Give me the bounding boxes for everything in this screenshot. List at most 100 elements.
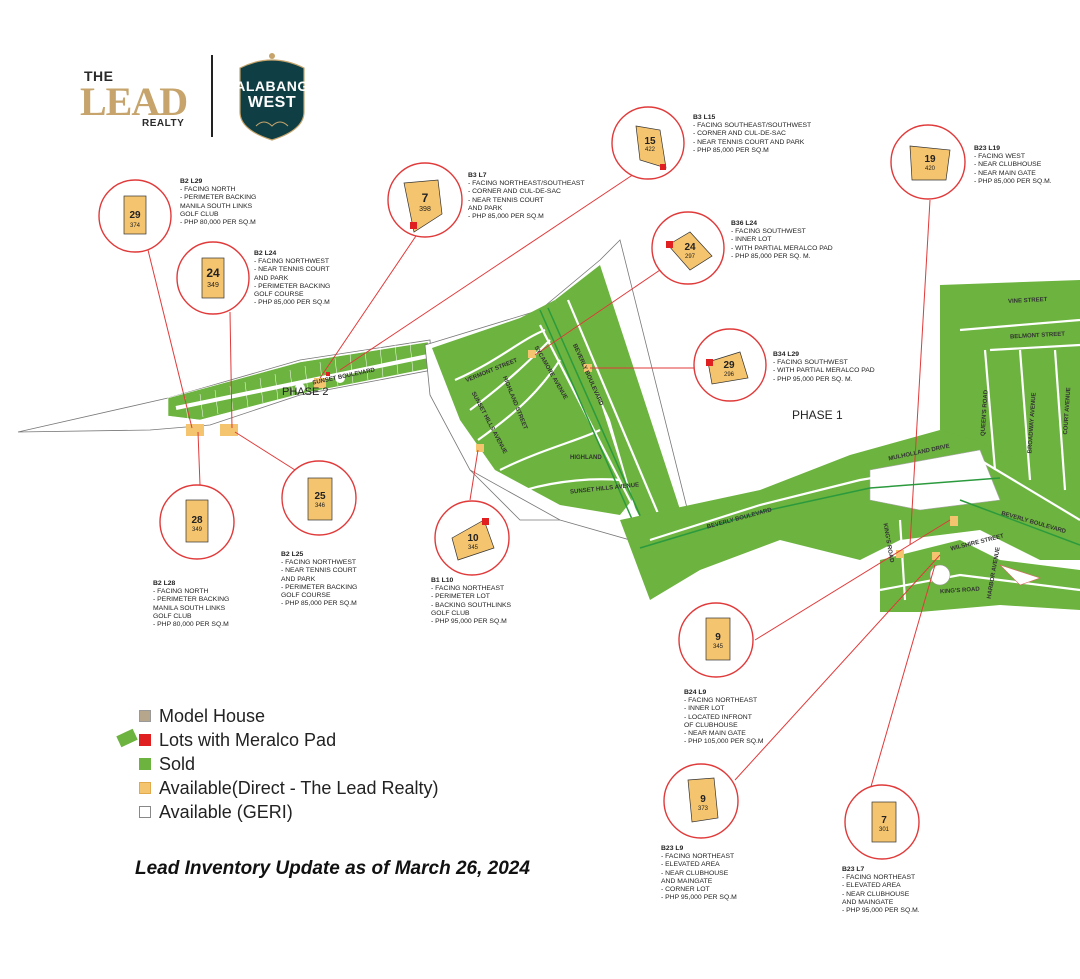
lot-number: 7 [881,815,887,826]
legend-label: Model House [159,705,266,726]
lot-info-b2-l25: B2 L25- FACING NORTHWEST - NEAR TENNIS C… [281,551,357,608]
legend-label: Available(Direct - The Lead Realty) [159,777,439,798]
legend-item-meralco: Lots with Meralco Pad [112,728,532,752]
lot-area: 297 [685,254,696,260]
lot-details: - FACING NORTHEAST - ELEVATED AREA - NEA… [661,853,737,902]
lot-info-b24-l9: B24 L9- FACING NORTHEAST - INNER LOT - L… [684,689,764,746]
lot-details: - FACING NORTH - PERIMETER BACKING MANIL… [153,588,230,629]
lot-number: 29 [723,360,735,371]
alabang-west-logo-text: ALABANG WEST [228,48,316,148]
lot-area: 374 [130,223,141,229]
lot-id: B24 L9 [684,689,707,696]
street-label: HIGHLAND [570,455,602,461]
phase-2-area [17,339,433,436]
lot-number: 15 [644,136,656,147]
lot-info-b2-l24: B2 L24- FACING NORTHWEST - NEAR TENNIS C… [254,250,330,307]
lot-area: 398 [419,206,431,213]
legend-swatch [139,806,151,818]
lot-area: 296 [724,372,735,378]
lot-info-b2-l29: B2 L29- FACING NORTH - PERIMETER BACKING… [180,178,256,227]
legend-item-available-direct: Available(Direct - The Lead Realty) [112,776,532,800]
legend-swatch [139,710,151,722]
map-legend: Model House Lots with Meralco Pad Sold A… [112,704,532,824]
callout-b2-l29 [98,179,172,253]
legend-item-available-geri: Available (GERI) [112,800,532,824]
lot-number: 29 [129,210,141,221]
lot-id: B3 L15 [693,114,716,121]
lot-details: - FACING SOUTHEAST/SOUTHWEST - CORNER AN… [693,122,812,154]
lot-number: 9 [715,632,721,643]
lot-info-b23-l19: B23 L19- FACING WEST - NEAR CLUBHOUSE - … [974,145,1052,186]
lot-number: 7 [422,191,429,205]
phase-1-central-area [424,239,701,561]
lot-area: 373 [698,806,709,812]
lot-details: - FACING NORTHEAST - INNER LOT - LOCATED… [684,697,764,746]
lot-info-b36-l24: B36 L24- FACING SOUTHWEST - INNER LOT - … [731,220,833,261]
legend-label: Available (GERI) [159,801,293,822]
lot-info-b23-l7: B23 L7- FACING NORTHEAST - ELEVATED AREA… [842,866,920,915]
lot-details: - FACING NORTHEAST - PERIMETER LOT - BAC… [431,585,512,626]
phase-label: PHASE 1 [792,408,843,422]
legend-swatch [139,734,151,746]
logo-lead-text: LEAD [80,79,188,124]
lot-details: - FACING WEST - NEAR CLUBHOUSE - NEAR MA… [974,153,1052,185]
lot-number: 10 [467,533,479,544]
legend-item-sold: Sold [112,752,532,776]
lot-details: - FACING SOUTHWEST - WITH PARTIAL MERALC… [773,359,875,383]
legend-label: Sold [159,753,196,774]
lot-area: 346 [315,503,326,509]
lot-info-b23-l9: B23 L9- FACING NORTHEAST - ELEVATED AREA… [661,845,737,902]
lot-details: - FACING NORTHEAST - ELEVATED AREA - NEA… [842,874,920,915]
lot-id: B3 L7 [468,172,487,179]
callout-circles [98,106,966,860]
lot-id: B23 L7 [842,866,865,873]
lot-area: 420 [925,166,936,172]
lot-number: 24 [206,266,220,280]
lot-area: 301 [879,827,890,833]
lot-details: - FACING NORTHWEST - NEAR TENNIS COURT A… [281,559,358,608]
callout-b36-l24 [651,211,725,285]
lot-number: 25 [314,491,326,502]
callout-b24-l9 [678,602,754,678]
alabang-west-logo [239,53,305,141]
lot-area: 349 [207,282,219,289]
inventory-update-caption: Lead Inventory Update as of March 26, 20… [135,858,530,879]
callout-b23-l19 [890,124,966,200]
callout-b3-l15 [611,106,685,180]
lot-area: 345 [468,545,479,551]
lot-id: B2 L25 [281,551,304,558]
lot-details: - FACING NORTHEAST/SOUTHEAST - CORNER AN… [468,180,585,221]
callout-b2-l28 [159,484,235,560]
lot-number: 28 [191,515,203,526]
callout-b34-l29 [693,328,767,402]
phase-label: PHASE 2 [282,386,329,398]
lot-info-b34-l29: B34 L29- FACING SOUTHWEST - WITH PARTIAL… [773,351,875,384]
logo-realty-text: REALTY [142,118,185,129]
logo-alabang-text: ALABANG [235,78,309,94]
lot-details: - FACING NORTH - PERIMETER BACKING MANIL… [180,186,257,227]
lot-id: B1 L10 [431,577,454,584]
callout-b1-l10 [434,500,510,576]
the-lead-realty-logo: THE LEAD REALTY [80,68,198,140]
lot-details: - FACING SOUTHWEST - INNER LOT - WITH PA… [731,228,833,260]
callout-b2-l25 [281,460,357,536]
lot-id: B36 L24 [731,220,758,227]
callout-lines [147,169,951,791]
logo-the-text: THE [84,68,114,84]
lot-id: B2 L24 [254,250,277,257]
callout-b2-l24 [176,241,250,315]
legend-label: Lots with Meralco Pad [159,729,337,750]
lot-number: 24 [684,242,696,253]
lot-area: 422 [645,147,656,153]
lot-id: B2 L28 [153,580,176,587]
logo-divider [211,55,213,137]
callout-b23-l9 [663,763,739,839]
lot-details: - FACING NORTHWEST - NEAR TENNIS COURT A… [254,258,331,307]
legend-swatch [139,782,151,794]
lot-info-b3-l7: B3 L7- FACING NORTHEAST/SOUTHEAST - CORN… [468,172,585,221]
lot-area: 345 [713,644,724,650]
legend-item-model-house: Model House [112,704,532,728]
phase-1-east-area [620,280,1080,612]
logo-west-text: WEST [247,94,297,111]
